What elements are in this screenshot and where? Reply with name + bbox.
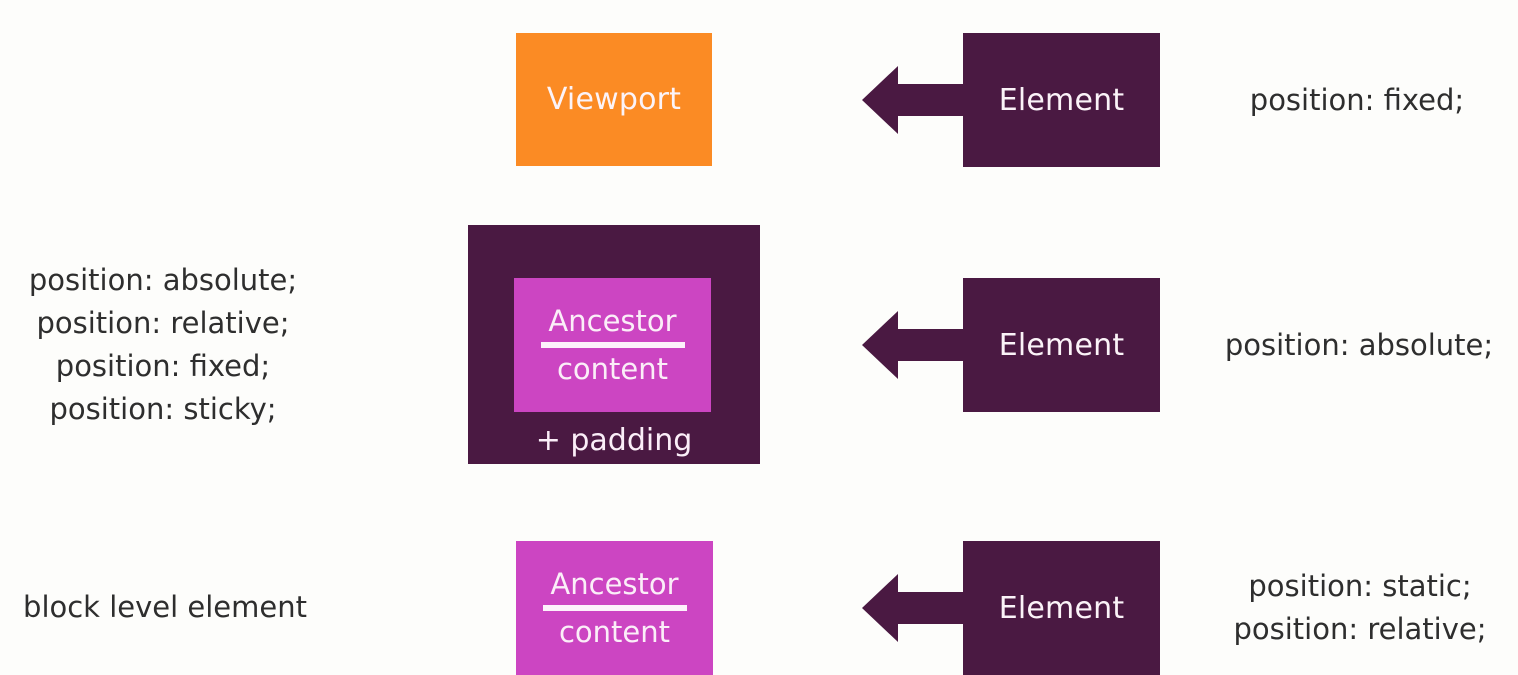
arrow-left-icon [862,574,966,642]
content-label: content [556,351,669,386]
element-box-static: Element [963,541,1160,675]
caption-line: position: static; [1248,569,1472,603]
viewport-label: Viewport [546,82,682,117]
element-label: Element [998,590,1125,626]
ancestor-condition-caption-block: block level element [0,586,330,629]
element-position-caption-absolute: position: absolute; [1200,324,1518,367]
caption-line: position: relative; [1233,612,1487,646]
caption-line: position: sticky; [49,392,277,426]
viewport-box: Viewport [516,33,712,166]
caption-line: position: fixed; [1249,83,1465,117]
caption-line: position: absolute; [28,263,298,297]
element-box-fixed: Element [963,33,1160,167]
caption-line: position: fixed; [55,349,271,383]
divider-line [540,341,685,348]
element-box-absolute: Element [963,278,1160,412]
arrow-left-icon [862,66,966,134]
caption-line: block level element [23,590,307,624]
ancestor-label: Ancestor [548,303,677,338]
caption-line: position: absolute; [1224,328,1494,362]
ancestor-padding-box: Ancestor content + padding [468,225,760,464]
content-label: content [558,614,671,649]
caption-line: position: relative; [36,306,290,340]
element-label: Element [998,327,1125,363]
ancestor-content-box: Ancestor content [514,278,711,412]
ancestor-label: Ancestor [550,566,679,601]
arrow-left-icon [862,311,966,379]
padding-label: + padding [535,423,693,458]
element-label: Element [998,82,1125,118]
divider-line [542,604,687,611]
ancestor-content-box-block: Ancestor content [516,541,713,675]
element-position-caption-fixed: position: fixed; [1232,79,1482,122]
ancestor-condition-caption-positioned: position: absolute; position: relative; … [8,259,318,431]
element-position-caption-static: position: static; position: relative; [1210,565,1510,651]
